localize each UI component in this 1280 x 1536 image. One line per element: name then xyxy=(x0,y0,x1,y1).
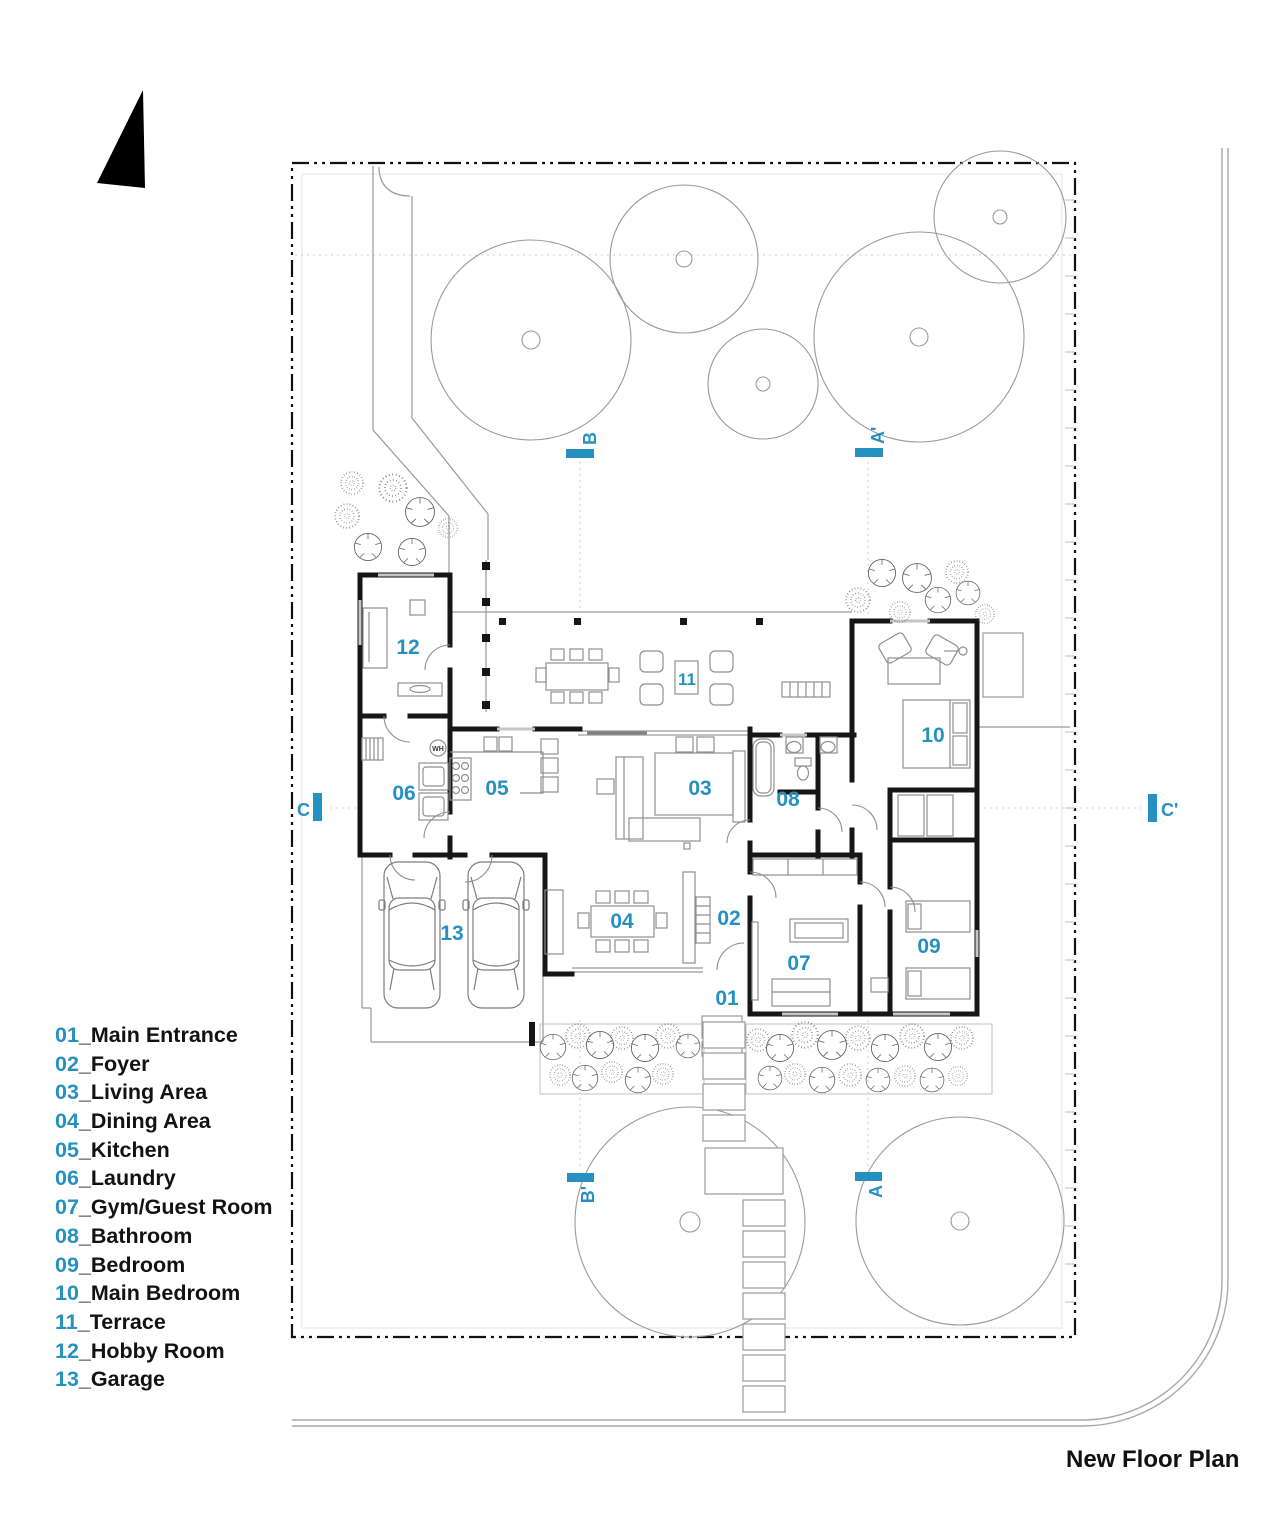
section-label-a-top: A' xyxy=(868,427,888,444)
section-bar-b-top xyxy=(566,449,594,458)
furniture xyxy=(361,599,971,1007)
section-bar-a-bottom xyxy=(855,1172,882,1181)
hedge-band-left xyxy=(539,1023,705,1095)
gate-swing-arc xyxy=(378,166,411,197)
room-label-living: 03 xyxy=(688,777,711,800)
room-label-foyer: 02 xyxy=(717,907,740,930)
room-labels: 12 11 10 06 05 03 08 13 04 02 07 09 01 W… xyxy=(392,636,944,1010)
legend-item: 08Bathroom xyxy=(55,1222,272,1251)
room-label-kitchen: 05 xyxy=(485,777,509,800)
section-label-b-top: B xyxy=(580,432,600,445)
section-bar-a-top xyxy=(855,448,883,457)
shrub-cluster-northwest xyxy=(334,471,459,567)
door-swings xyxy=(383,644,916,971)
fence-ticks xyxy=(1065,199,1075,1303)
legend-item: 13Garage xyxy=(55,1365,272,1394)
house xyxy=(357,560,1070,1057)
property-boundary xyxy=(290,161,1077,1339)
house-footprint-mask xyxy=(356,572,980,1044)
section-bar-c-right xyxy=(1148,794,1157,822)
legend-item: 02Foyer xyxy=(55,1050,272,1079)
section-bar-b-bottom xyxy=(567,1173,594,1182)
room-label-laundry: 06 xyxy=(392,782,415,805)
legend-item: 03Living Area xyxy=(55,1078,272,1107)
legend-item: 05Kitchen xyxy=(55,1136,272,1165)
room-label-main-bedroom: 10 xyxy=(921,724,944,747)
room-label-terrace: 11 xyxy=(678,670,696,689)
section-label-a-bottom: A xyxy=(866,1185,886,1198)
trees xyxy=(430,150,1067,1338)
legend-item: 06Laundry xyxy=(55,1164,272,1193)
windows xyxy=(358,573,979,1016)
section-label-b-bottom: B' xyxy=(578,1186,598,1203)
stepping-stone-path xyxy=(702,1021,786,1413)
legend-item: 12Hobby Room xyxy=(55,1337,272,1366)
section-bar-c-left xyxy=(313,793,322,821)
room-legend: 01Main Entrance 02Foyer 03Living Area 04… xyxy=(55,1021,272,1394)
room-label-hobby: 12 xyxy=(396,636,419,659)
section-markers: B A' B' A C C' xyxy=(297,427,1178,1204)
road xyxy=(292,148,1229,1427)
structure-lines xyxy=(361,560,1070,1057)
north-arrow-icon xyxy=(97,90,145,188)
room-label-dining: 04 xyxy=(610,910,634,933)
legend-item: 11Terrace xyxy=(55,1308,272,1337)
legend-item: 09Bedroom xyxy=(55,1251,272,1280)
section-label-c-right: C' xyxy=(1161,800,1178,820)
legend-item: 01Main Entrance xyxy=(55,1021,272,1050)
vegetation xyxy=(334,150,1067,1338)
legend-item: 07Gym/Guest Room xyxy=(55,1193,272,1222)
columns xyxy=(482,562,763,1046)
hedge-band-right xyxy=(745,1021,993,1095)
room-label-bedroom: 09 xyxy=(917,935,940,958)
legend-item: 04Dining Area xyxy=(55,1107,272,1136)
room-label-entrance: 01 xyxy=(715,987,739,1010)
driveway xyxy=(372,166,489,575)
room-label-gym: 07 xyxy=(787,952,810,975)
water-heater-label: WH xyxy=(432,746,444,753)
section-label-c-left: C xyxy=(297,800,310,820)
legend-item: 10Main Bedroom xyxy=(55,1279,272,1308)
room-label-bathroom: 08 xyxy=(776,788,800,811)
room-label-garage: 13 xyxy=(440,922,463,945)
plan-title: New Floor Plan xyxy=(1066,1446,1240,1473)
